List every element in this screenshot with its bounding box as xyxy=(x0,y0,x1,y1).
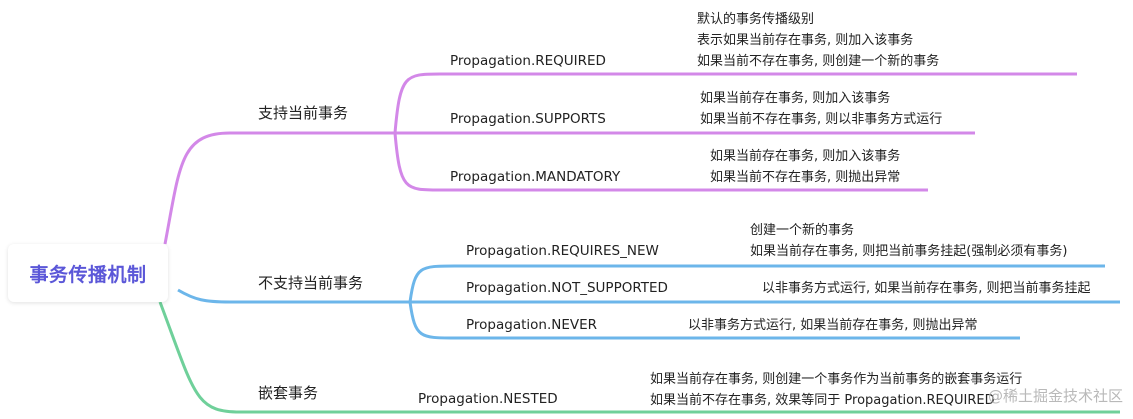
never-note-1: 以非事务方式运行, 如果当前存在事务, 则抛出异常 xyxy=(688,318,978,333)
support-to-mandatory-connector xyxy=(393,132,928,192)
leaf-notsupported-label[interactable]: Propagation.NOT_SUPPORTED xyxy=(466,280,668,296)
root-title: 事务传播机制 xyxy=(29,263,147,286)
support-to-required-connector xyxy=(393,72,1077,134)
required-note-1: 默认的事务传播级别 xyxy=(697,12,815,27)
nested-note-2: 如果当前不存在事务, 效果等同于 Propagation.REQUIRED xyxy=(650,393,995,408)
mandatory-note-1: 如果当前存在事务, 则加入该事务 xyxy=(710,149,901,164)
leaf-nested-label[interactable]: Propagation.NESTED xyxy=(418,391,558,407)
leaf-never-label[interactable]: Propagation.NEVER xyxy=(466,317,598,333)
branch-support-label[interactable]: 支持当前事务 xyxy=(258,104,349,122)
required-note-3: 如果当前不存在事务, 则创建一个新的事务 xyxy=(697,54,940,69)
mandatory-note-2: 如果当前不存在事务, 则抛出异常 xyxy=(710,170,901,185)
requiresnew-note-1: 创建一个新的事务 xyxy=(750,223,855,238)
root-to-nested-connector xyxy=(158,301,1120,414)
required-note-2: 表示如果当前存在事务, 则加入该事务 xyxy=(697,33,914,48)
requiresnew-note-2: 如果当前存在事务, 则把当前事务挂起(强制必须有事务) xyxy=(750,244,1068,259)
notsupported-note-1: 以非事务方式运行, 如果当前存在事务, 则把当前事务挂起 xyxy=(762,281,1091,296)
supports-note-1: 如果当前存在事务, 则加入该事务 xyxy=(700,91,891,106)
branch-nonsupport-label[interactable]: 不支持当前事务 xyxy=(258,274,364,292)
leaf-mandatory-label[interactable]: Propagation.MANDATORY xyxy=(450,169,621,185)
root-to-nonsupport-connector xyxy=(177,288,410,304)
root-node[interactable]: 事务传播机制 xyxy=(8,244,168,302)
watermark: @稀土掘金技术社区 xyxy=(987,387,1123,405)
leaf-requiresnew-label[interactable]: Propagation.REQUIRES_NEW xyxy=(466,243,659,259)
root-to-support-connector xyxy=(163,131,395,245)
supports-note-2: 如果当前不存在事务, 则以非事务方式运行 xyxy=(700,112,943,127)
leaf-supports-label[interactable]: Propagation.SUPPORTS xyxy=(450,111,606,127)
nonsupport-to-never-connector xyxy=(408,301,1020,340)
branch-nested-label[interactable]: 嵌套事务 xyxy=(258,384,319,402)
leaf-required-label[interactable]: Propagation.REQUIRED xyxy=(450,53,606,69)
nested-note-1: 如果当前存在事务, 则创建一个事务作为当前事务的嵌套事务运行 xyxy=(650,372,1023,387)
nonsupport-to-requiresnew-connector xyxy=(408,264,1105,303)
